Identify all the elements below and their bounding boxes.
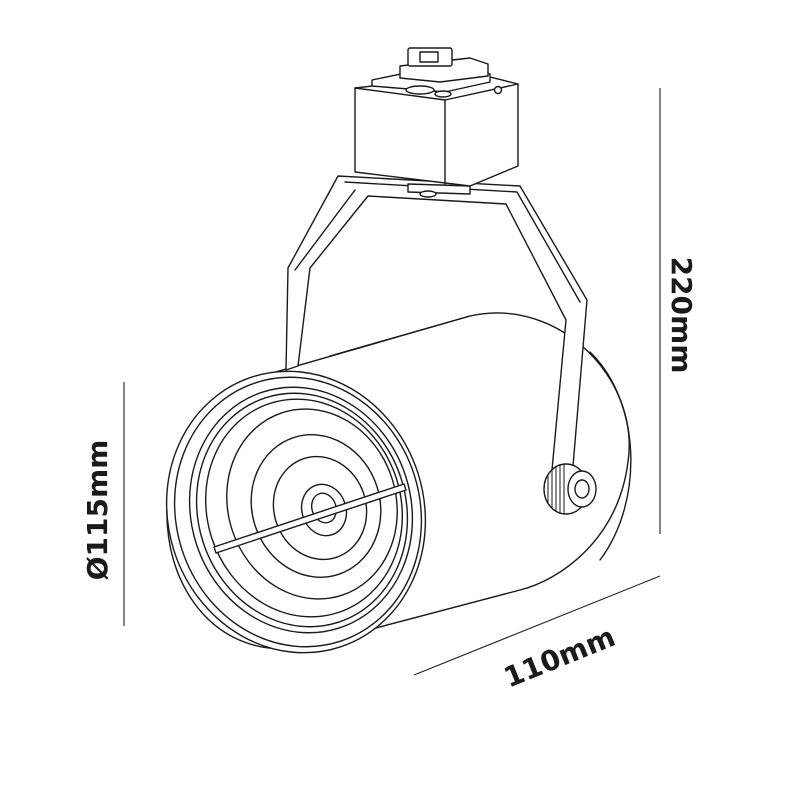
lamp-front-face	[165, 370, 427, 654]
diameter-label: Ø115mm	[81, 440, 114, 581]
track-adapter	[354, 47, 519, 198]
length-dimension-line	[413, 575, 661, 676]
height-label: 220mm	[665, 257, 698, 374]
mounting-bracket	[285, 175, 588, 471]
tilt-knob-icon	[543, 463, 597, 515]
length-label: 110mm	[499, 620, 620, 694]
